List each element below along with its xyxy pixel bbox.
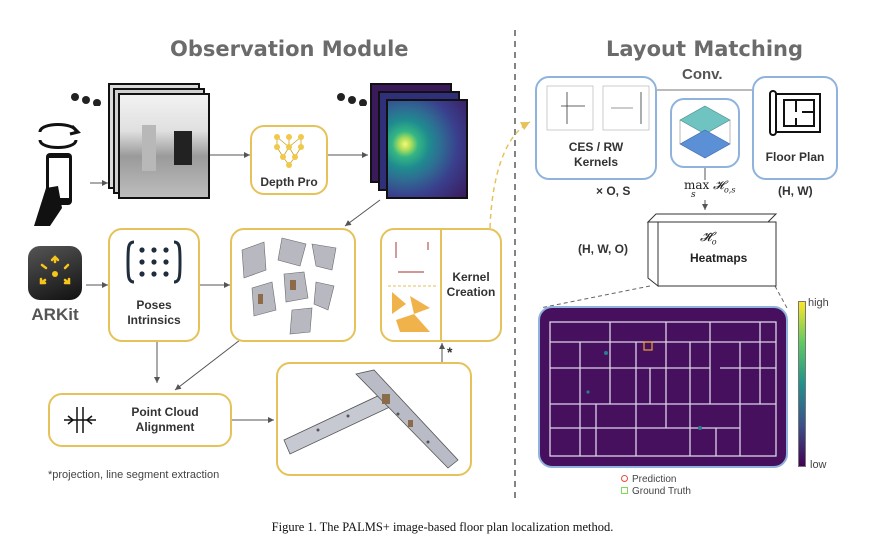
ellipsis-icon [337,93,367,106]
layout-matching-title: Layout Matching [606,37,804,61]
legend-prediction: Prediction [621,474,676,485]
heatmap-symbol-main: 𝓗̃ [700,230,712,245]
heatmap-floor-walls [549,321,777,457]
prediction-marker [643,341,653,351]
floor-plan-label: Floor Plan [765,150,825,164]
footnote-star: * [447,344,453,360]
image-frames-stack [108,83,210,199]
ellipsis-icon [71,93,101,106]
times-os-label: × O, S [596,184,631,198]
footnote-text: *projection, line segment extraction [48,469,220,481]
depth-pro-box: Depth Pro [250,125,328,195]
ground-truth-icon [621,487,628,494]
point-clouds-box [230,228,356,342]
depth-pro-label: Depth Pro [260,175,318,189]
figure-caption: Figure 1. The PALMS+ image-based floor p… [271,520,614,534]
max-label: max [684,178,710,192]
point-cloud-alignment-box: Point Cloud Alignment [48,393,232,447]
ces-rw-kernels-label: CES / RW Kernels [568,140,624,169]
heatmap-symbol-sub: o [711,237,717,247]
heatmaps-label: Heatmaps [690,251,748,265]
floor-plan-icon [769,90,821,136]
kernel-plots [546,85,650,131]
hwo-label: (H, W, O) [578,242,628,256]
alignment-icon [64,407,96,433]
heatmap-symbol: 𝓗̃o [700,230,717,247]
point-cloud-fragments [241,237,337,335]
heatmap-colorbar [798,301,806,467]
max-subscript: s [691,190,696,200]
arkit-logo [28,246,82,300]
kernel-shapes [388,242,438,332]
observation-module-title: Observation Module [170,37,409,61]
legend-prediction-label: Prediction [632,474,677,485]
max-operator: max 𝓗o,s s [684,178,736,200]
conv-label: Conv. [682,66,723,83]
legend-ground-truth: Ground Truth [621,486,691,497]
kernel-creation-label: Kernel Creation [446,270,496,299]
matrix-icon [126,240,182,284]
heatmap-map [538,306,788,468]
convolution-icon [679,105,731,159]
ces-rw-kernels-box: CES / RW Kernels [535,76,657,180]
poses-intrinsics-box: Poses Intrinsics [108,228,200,342]
depth-maps-stack [370,83,470,201]
aligned-point-cloud [283,369,459,469]
hw-label: (H, W) [778,184,813,198]
phone-icon [34,123,81,226]
floor-plan-box: Floor Plan [752,76,838,180]
conv-box [670,98,740,168]
arkit-label: ARKit [31,305,79,324]
point-cloud-alignment-label: Point Cloud Alignment [131,405,199,434]
max-expression-sub: o,s [723,185,736,195]
colorbar-high-label: high [808,297,829,309]
legend-ground-truth-label: Ground Truth [632,486,691,497]
aligned-point-cloud-box [276,362,472,476]
colorbar-low-label: low [810,459,827,471]
poses-intrinsics-label: Poses Intrinsics [127,298,181,327]
max-expression: 𝓗 [713,178,724,192]
neural-network-icon [274,134,304,168]
heatmaps-volume [646,213,778,288]
prediction-icon [621,475,628,482]
kernel-creation-box: Kernel Creation [380,228,502,342]
